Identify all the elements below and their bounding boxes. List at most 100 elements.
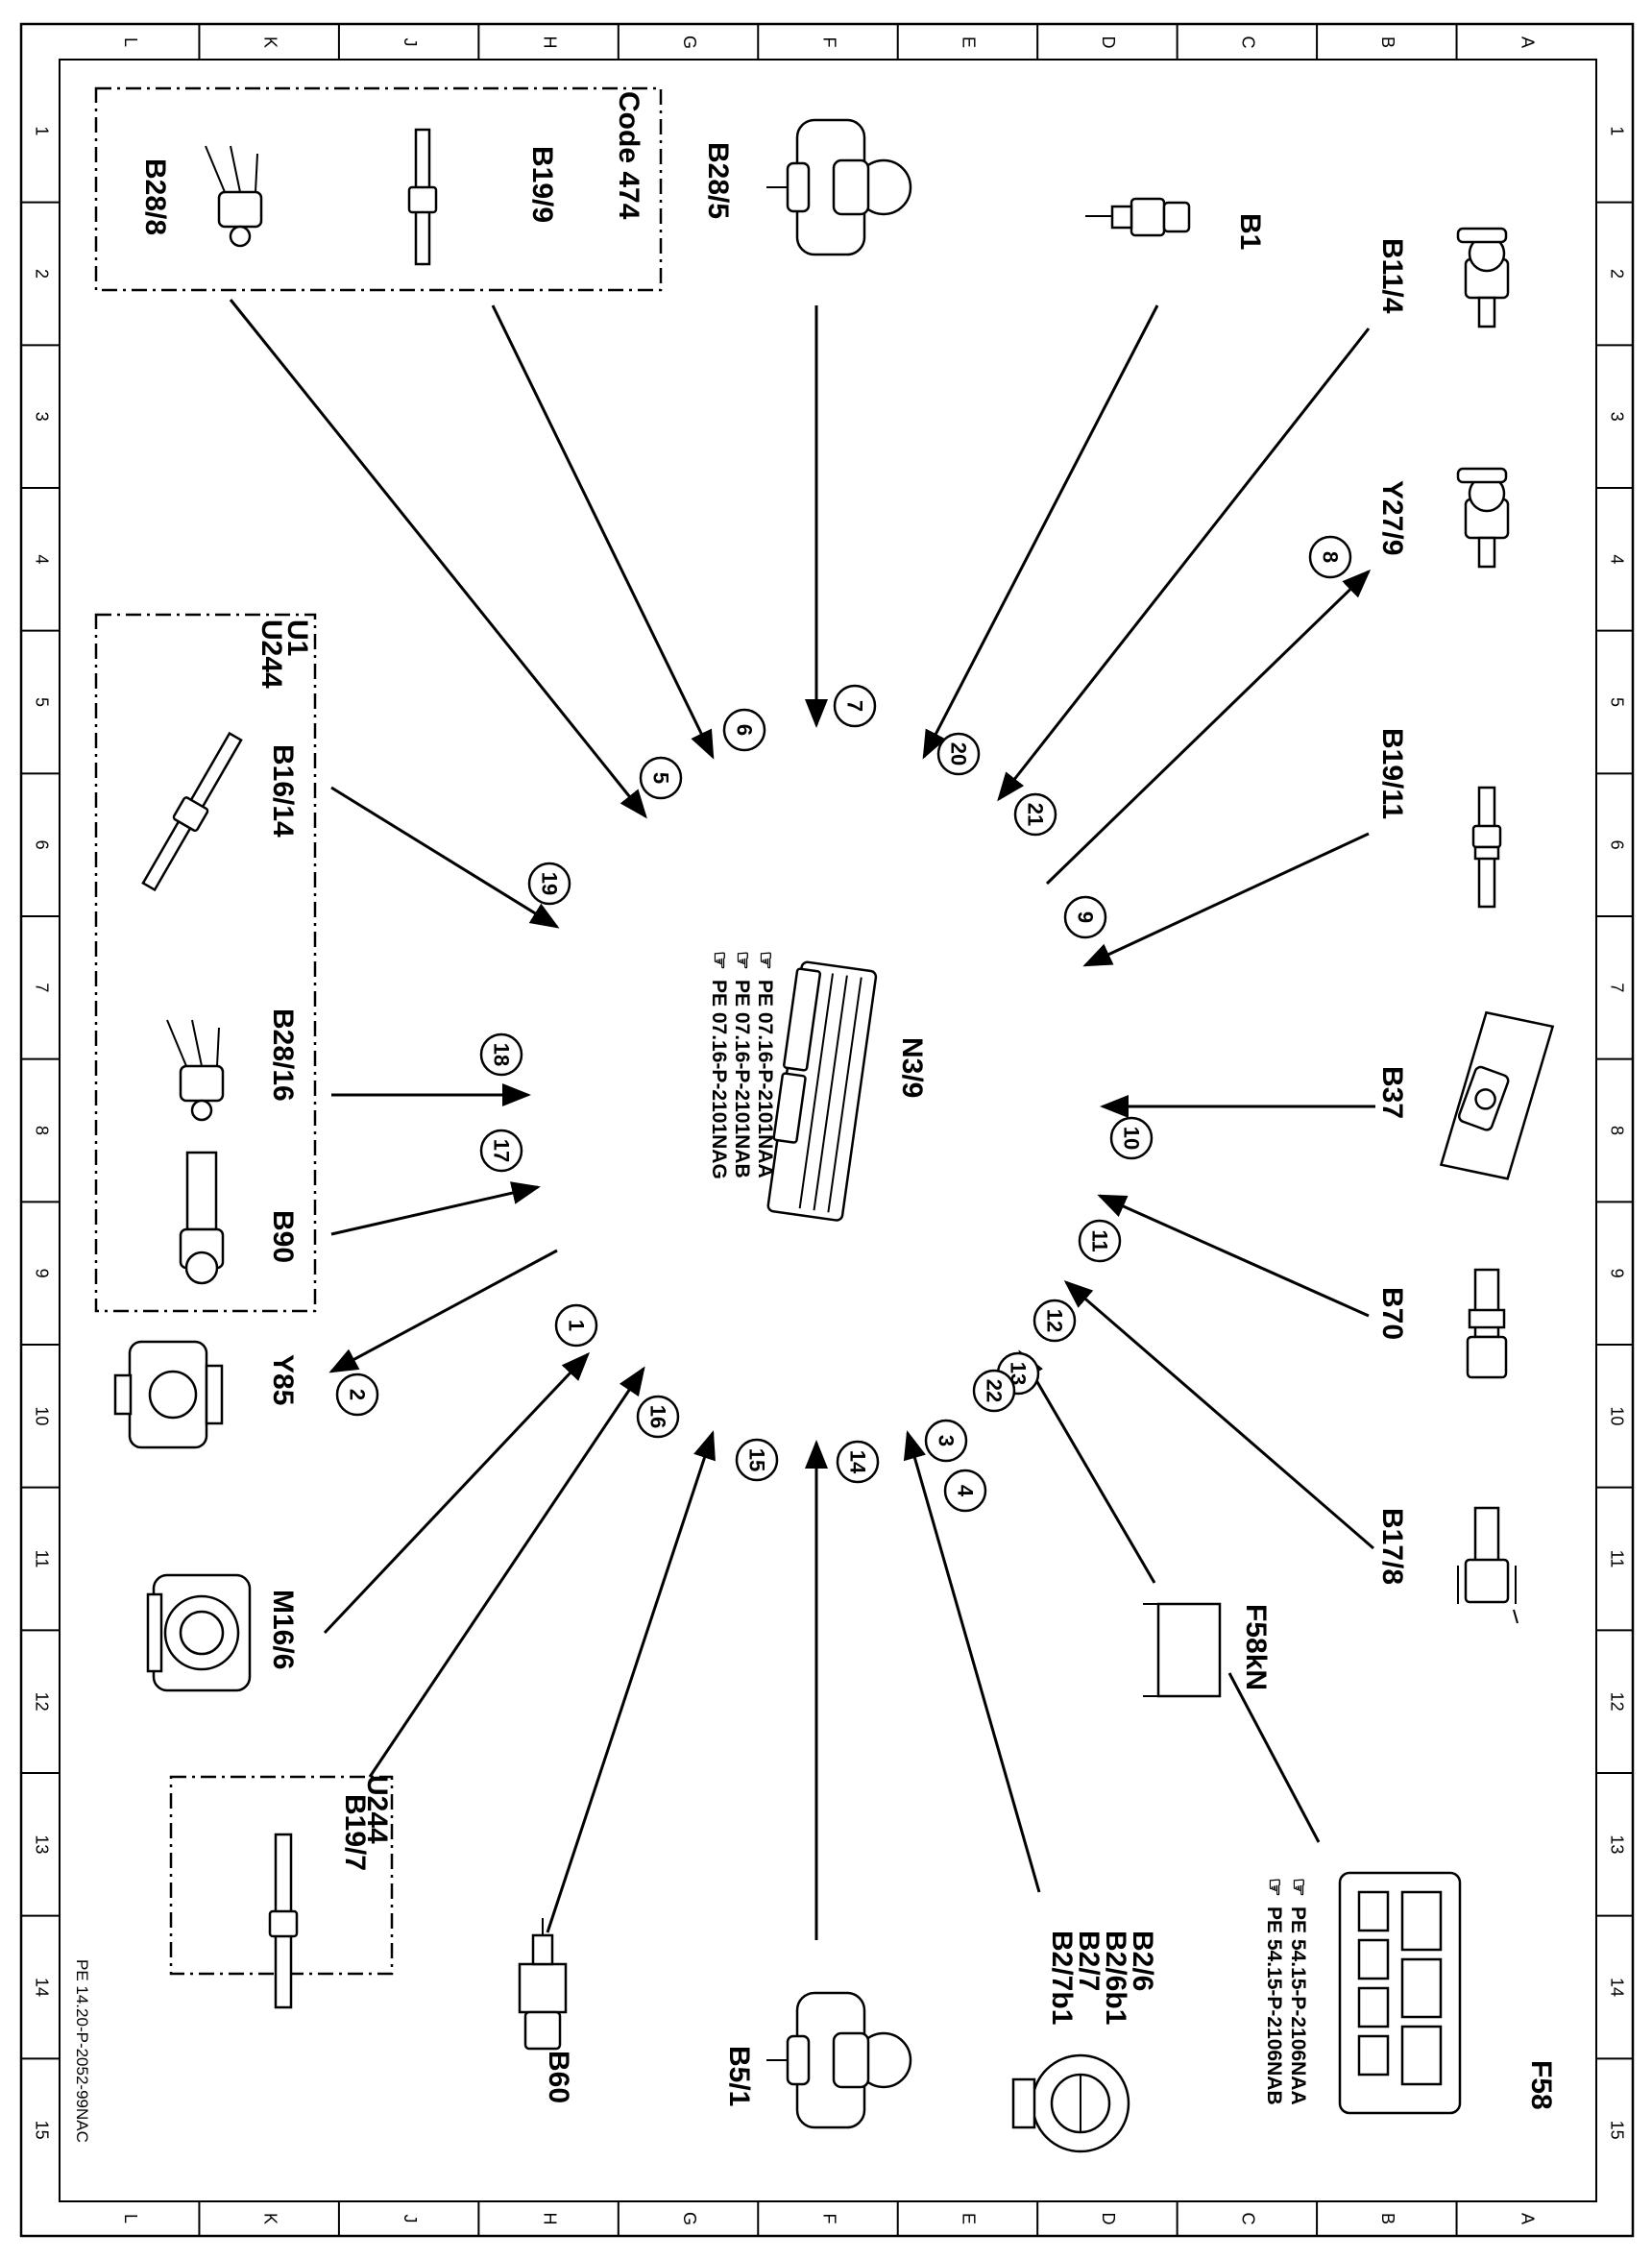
callout-circle	[636, 1395, 680, 1439]
label-b37: B37	[1376, 1066, 1408, 1119]
callout-number: 2	[346, 1389, 370, 1400]
callout-number: 17	[490, 1139, 514, 1162]
callout-5: 5	[639, 756, 683, 800]
group-labels: Code 474 U1 U244 U244	[255, 91, 644, 1844]
grid-row-label-right: 7	[1607, 983, 1626, 992]
grid-col-label-top: D	[1099, 36, 1118, 49]
frame-grid-ticks	[21, 24, 1633, 2236]
hand-icon: ☞	[708, 951, 732, 970]
grid-row-label-left: 11	[32, 1550, 51, 1568]
grid-row-label-right: 14	[1607, 1978, 1626, 1997]
callout-number: 4	[954, 1485, 978, 1497]
grid-row-label-right: 1	[1607, 126, 1626, 135]
callout-number: 12	[1043, 1309, 1067, 1332]
grid-row-label-left: 13	[32, 1834, 51, 1854]
b19-11-sensor-icon	[1471, 786, 1502, 909]
b90-sensor-icon	[179, 1151, 225, 1285]
grid-col-label-bottom: J	[401, 2215, 420, 2223]
callout-circle	[1109, 1116, 1154, 1160]
grid-col-label-bottom: L	[121, 2214, 140, 2223]
callout-circle	[639, 756, 683, 800]
b70-sensor-icon	[1466, 1268, 1508, 1379]
grid-col-label-bottom: C	[1239, 2213, 1258, 2225]
component-labels: B28/5 B1 B11/4 Y27/9 B19/11 B37 B70 B17/…	[139, 142, 1557, 2110]
grid-col-label-bottom: K	[260, 2213, 279, 2224]
y27-9-valve-icon	[1456, 467, 1510, 569]
label-b2-7b1: B2/7b1	[1046, 1931, 1078, 2025]
hand-icon: ☞	[1263, 1878, 1287, 1897]
document-id: PE 14.20-P-2052-99NAC	[73, 1959, 91, 2143]
callout-1: 1	[554, 1303, 598, 1348]
grid-col-label-top: G	[680, 36, 699, 49]
grid-row-label-right: 11	[1607, 1550, 1626, 1568]
label-b2-6: B2/6	[1127, 1931, 1158, 1991]
m16-6-throttle-icon	[146, 1573, 252, 1692]
f58-fuse-box-icon	[1338, 1871, 1462, 2115]
label-y85: Y85	[267, 1354, 299, 1405]
n3-9-reference-list: ☞ PE 07.16-P-2101NAA ☞ PE 07.16-P-2101NA…	[708, 951, 778, 1179]
callout-21: 21	[1013, 792, 1057, 837]
callout-2: 2	[335, 1372, 379, 1417]
callout-7: 7	[833, 684, 877, 728]
label-b19-11: B19/11	[1376, 728, 1408, 819]
grid-row-label-left: 15	[32, 2121, 51, 2140]
grid-col-label-bottom: F	[819, 2214, 838, 2224]
grid-row-label-right: 5	[1607, 697, 1626, 707]
grid-col-label-top: B	[1378, 36, 1397, 48]
callout-number: 21	[1024, 803, 1048, 826]
label-b17-8: B17/8	[1376, 1508, 1408, 1585]
callout-11: 11	[1078, 1219, 1122, 1263]
hand-icon: ☞	[754, 951, 778, 970]
f58kn-relay-icon	[1143, 1602, 1222, 1698]
grid-row-label-left: 5	[32, 697, 51, 707]
callout-19: 19	[527, 862, 571, 906]
callout-number: 20	[947, 742, 971, 765]
grid-row-label-right: 8	[1607, 1126, 1626, 1135]
label-b19-7: B19/7	[339, 1794, 371, 1871]
callout-circle	[479, 1129, 523, 1173]
callout-number: 10	[1120, 1127, 1144, 1150]
callout-number: 7	[843, 700, 867, 712]
grid-row-label-right: 13	[1607, 1834, 1626, 1854]
callout-number: 6	[733, 724, 757, 736]
connection-arrows	[229, 299, 1375, 1940]
b16-14-sensor-icon	[141, 731, 243, 892]
callout-circle	[1078, 1219, 1122, 1263]
callout-9: 9	[1063, 895, 1107, 939]
u1-u244-box	[94, 613, 317, 1313]
b37-pedal-icon	[1439, 1010, 1555, 1180]
callout-20: 20	[936, 732, 981, 776]
y85-valve-icon	[113, 1340, 224, 1449]
label-b70: B70	[1376, 1287, 1408, 1340]
grid-row-label-right: 2	[1607, 269, 1626, 279]
callout-15: 15	[735, 1438, 779, 1482]
callout-number: 15	[745, 1448, 769, 1471]
grid-row-label-right: 4	[1607, 554, 1626, 564]
grid-col-label-top: L	[121, 37, 140, 47]
label-b19-9: B19/9	[526, 146, 558, 223]
grid-row-label-right: 12	[1607, 1692, 1626, 1712]
label-b16-14: B16/14	[267, 744, 299, 838]
callout-circle	[735, 1438, 779, 1482]
callout-circle	[722, 708, 766, 752]
label-b2-7: B2/7	[1073, 1931, 1105, 1991]
grid-row-label-right: 10	[1607, 1406, 1626, 1425]
callout-circle	[924, 1419, 968, 1463]
label-m16-6: M16/6	[267, 1590, 299, 1669]
callout-number: 11	[1088, 1229, 1112, 1251]
f58-ref-2: PE 54.15-P-2106NAB	[1263, 1907, 1285, 2105]
callout-8: 8	[1308, 535, 1352, 579]
label-y27-9: Y27/9	[1376, 480, 1408, 555]
callout-number: 16	[646, 1405, 670, 1428]
b28-8-sensor-icon	[205, 145, 263, 248]
b28-16-sensor-icon	[166, 1019, 225, 1122]
callout-circle	[936, 732, 981, 776]
grid-col-label-bottom: E	[960, 2213, 979, 2224]
grid-row-label-left: 8	[32, 1126, 51, 1135]
callout-circle	[836, 1440, 880, 1484]
callout-18: 18	[479, 1032, 523, 1077]
label-b28-16: B28/16	[267, 1008, 299, 1102]
callout-17: 17	[479, 1129, 523, 1173]
b60-sensor-icon	[518, 1918, 568, 2051]
f58-reference-list: ☞ PE 54.15-P-2106NAA ☞ PE 54.15-P-2106NA…	[1263, 1878, 1311, 2105]
